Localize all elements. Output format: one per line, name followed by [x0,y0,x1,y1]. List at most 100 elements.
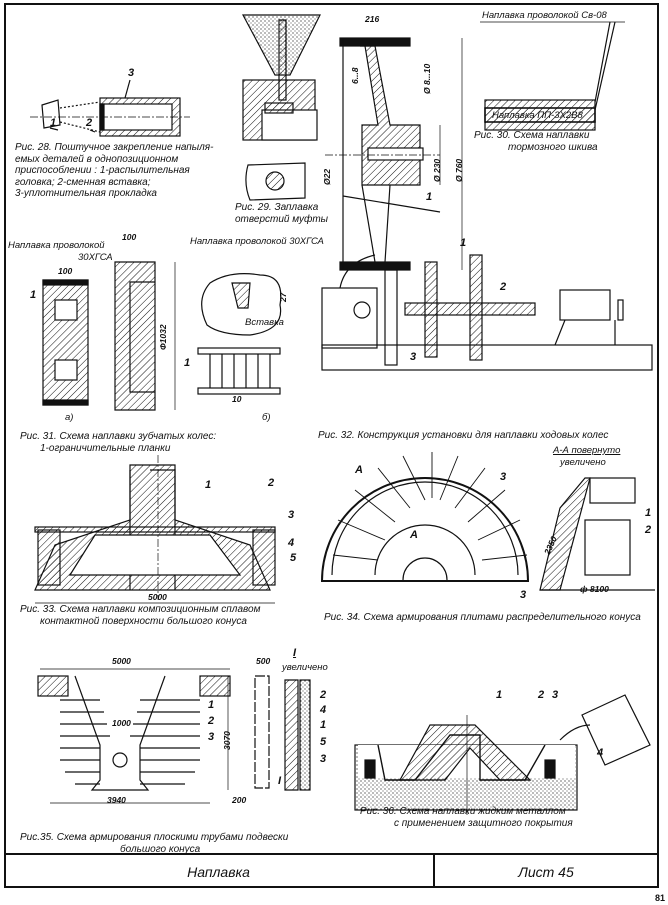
dimension-d230: Ø 230 [432,158,442,182]
dimension-d22: Ø22 [322,168,332,185]
callout-1: 1 [184,357,191,369]
fig30-caption: Рис. 30. Схема наплавки тормозного шкива [474,130,598,153]
section-mark-a: А [355,464,363,476]
caption-line: Рис.35. Схема армирования плоскими труба… [20,832,289,843]
caption-line: тормозного шкива [508,141,598,153]
dimension-6-8: 6...8 [350,67,360,84]
brake-pulley-drawing [325,37,463,271]
detail-scale-label: увеличено [282,662,328,673]
sheet-number: Лист 45 [518,863,574,880]
callout-2: 2 [538,689,545,701]
dimension-10: 10 [232,394,242,404]
callout-4: 4 [597,747,604,759]
callout-2: 2 [320,689,327,701]
callout-3: 3 [208,731,215,743]
callout-1: 1 [496,689,503,701]
detail-mark: I [293,647,297,659]
section-scale-label: увеличено [560,457,606,468]
caption-line: головка; 2-сменная вставка; [15,176,151,188]
callout-4: 4 [288,537,295,549]
fig30-drawing [480,21,625,131]
drawing-sheet-frame [4,3,659,888]
callout-1: 1 [50,117,57,129]
fig36-drawing [354,694,651,815]
callout-5: 5 [320,736,327,748]
dimension-27: 27 [278,292,288,302]
detail-callout: I [278,775,282,787]
dimension-3070: 3070 [222,731,232,750]
dimension-5000: 5000 [148,592,167,602]
label-wire-30hgsa-b: Наплавка проволокой 30ХГСА [190,236,324,247]
dimension-100: 100 [122,232,137,242]
dimension-3940: 3940 [107,795,126,805]
dimension-500: 500 [256,656,271,666]
fig32-drawing [321,254,653,371]
callout-1: 1 [208,699,215,711]
callout-2: 2 [645,524,652,536]
section-mark-a: А [410,529,418,541]
dimension-100: 100 [58,266,73,276]
caption-line: с применением защитного покрытия [394,817,573,829]
fig31-caption: Рис. 31. Схема наплавки зубчатых колес: … [20,431,216,454]
caption-line: емых деталей в однопозиционном [15,153,179,165]
caption-line: Рис. 30. Схема наплавки [474,130,590,141]
fig36-caption: Рис. 36. Схема наплавки жидким металлом … [360,806,573,829]
dimension-1000: 1000 [112,718,131,728]
dimension-d760: Ø 760 [454,158,464,182]
dimension-216: 216 [365,14,380,24]
title-block: Наплавка Лист 45 [4,853,659,888]
dimension-d1032: Ф1032 [158,324,168,350]
caption-line: Рис. 31. Схема наплавки зубчатых колес: [20,431,217,442]
callout-3: 3 [500,471,507,483]
callout-2: 2 [500,281,507,293]
callout-3: 3 [320,753,327,765]
callout-3: 3 [552,689,559,701]
callout-3: 3 [288,509,295,521]
caption-line: контактной поверхности большого конуса [40,615,247,627]
fig35-caption: Рис.35. Схема армирования плоскими труба… [20,832,288,855]
label-pp-surfacing: Наплавка ПП-3Х2В8 [492,110,583,121]
fig33-drawing [34,455,276,604]
section-label: А-А повернуто [553,445,621,456]
callout-4: 4 [320,704,327,716]
callout-5: 5 [290,552,297,564]
subfigure-b: б) [262,412,271,423]
page-number: 81 [655,893,666,903]
caption-line: Рис. 28. Поштучное закрепление напыля- [15,142,214,153]
caption-line: приспособлении : 1-распылительная [15,165,190,176]
caption-line: 1-ограничительные планки [40,442,171,454]
callout-1: 1 [426,191,433,203]
fig34-caption: Рис. 34. Схема армирования плитами распр… [324,612,641,623]
callout-2: 2 [268,477,275,489]
label-wire-grade: 30ХГСА [78,252,113,263]
subfigure-a: а) [65,412,74,423]
sheet-title: Наплавка [4,855,435,888]
dimension-d8-10: Ø 8...10 [422,63,432,94]
dimension-d8100: ф 8100 [580,584,609,594]
callout-2: 2 [208,715,215,727]
callout-3: 3 [410,351,417,363]
callout-1: 1 [205,479,212,491]
caption-line: отверстий муфты [235,213,329,225]
fig33-caption: Рис. 33. Схема наплавки композиционным с… [20,604,260,627]
caption-line: Рис. 36. Схема наплавки жидким металлом [360,806,566,817]
caption-line: Рис. 33. Схема наплавки композиционным с… [20,604,261,615]
dimension-5000: 5000 [112,656,131,666]
fig29-caption: Рис. 29. Заплавка отверстий муфты [235,202,328,225]
caption-line: большого конуса [120,843,201,855]
callout-1: 1 [320,719,327,731]
fig28-caption: Рис. 28. Поштучное закрепление напыля- е… [15,142,213,200]
callout-2: 2 [86,117,93,129]
label-wire-30hgsa: Наплавка проволокой [8,240,105,251]
callout-1: 1 [645,507,652,519]
fig29-drawing [242,14,321,201]
callout-3: 3 [128,67,135,79]
label-insert: Вставка [245,317,284,328]
label-wire-surfacing: Наплавка проволокой Св-08 [482,10,607,21]
callout-1: 1 [460,237,467,249]
fig28-drawing [30,79,190,137]
fig32-caption: Рис. 32. Конструкция установки для напла… [318,430,609,441]
callout-1: 1 [30,289,37,301]
fig35-drawing [37,668,311,804]
